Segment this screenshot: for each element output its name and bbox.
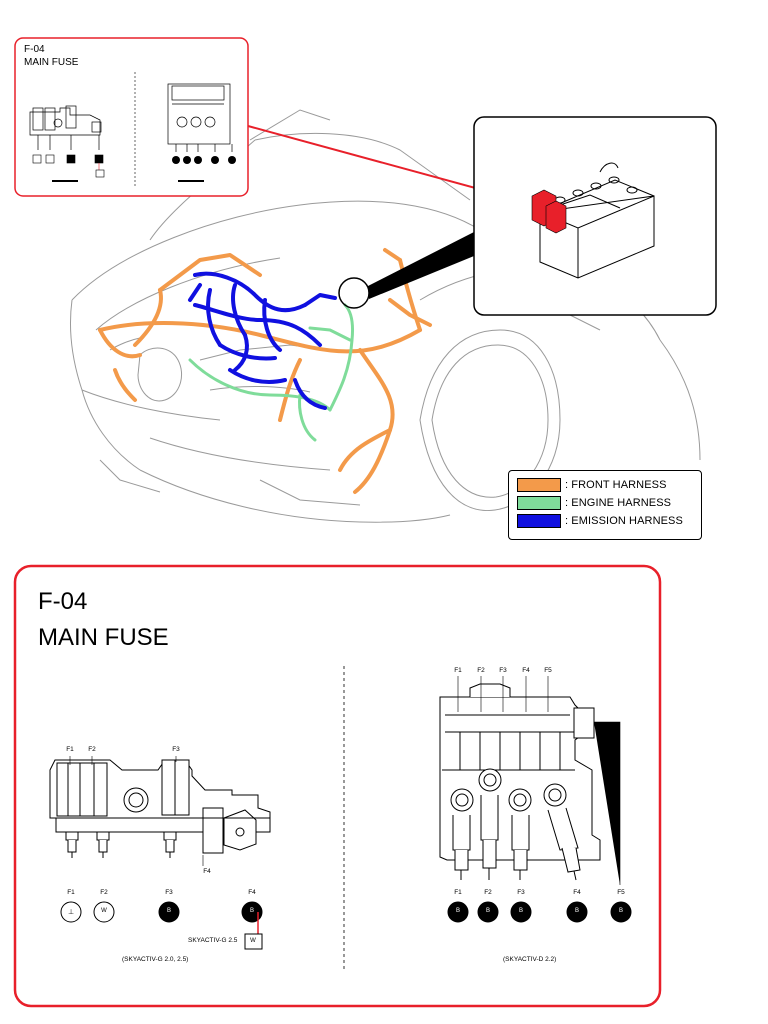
- left-terminal-circles: [60, 901, 263, 950]
- terminal-label: B: [249, 908, 255, 914]
- left-side-fuse-label: F4: [203, 868, 211, 875]
- inset-code: F-04: [24, 44, 45, 55]
- battery-detail-box: [473, 116, 717, 316]
- left-diagram-caption: (SKYACTIV-G 2.0, 2.5): [122, 956, 189, 963]
- left-fuse-block: [49, 759, 271, 854]
- right-fuse-legs: [454, 840, 581, 881]
- right-bottom-fuse-label: F2: [484, 889, 492, 896]
- right-bottom-fuse-label: F4: [573, 889, 581, 896]
- panel-code: F-04: [38, 588, 88, 615]
- inset-right-fuse-block: [167, 83, 233, 152]
- left-bottom-fuse-label: F4: [248, 889, 256, 896]
- harness-legend: : FRONT HARNESS : ENGINE HARNESS : EMISS…: [508, 470, 702, 540]
- right-top-fuse-label: F5: [544, 667, 552, 674]
- terminal-label: B: [618, 908, 624, 914]
- inset-title: MAIN FUSE: [24, 57, 79, 68]
- legend-row-engine: : ENGINE HARNESS: [517, 496, 671, 510]
- left-top-fuse-label: F2: [88, 746, 96, 753]
- left-bottom-fuse-label: F2: [100, 889, 108, 896]
- inset-right-terminals: [172, 156, 236, 164]
- inset-left-fuse-block: [29, 105, 102, 150]
- legend-row-emission: : EMISSION HARNESS: [517, 514, 683, 528]
- legend-label-engine: : ENGINE HARNESS: [565, 497, 672, 509]
- terminal-label: B: [574, 908, 580, 914]
- legend-label-emission: : EMISSION HARNESS: [565, 515, 683, 527]
- engine-harness-lines: [188, 303, 354, 442]
- right-diagram-caption: (SKYACTIV-D 2.2): [503, 956, 557, 963]
- terminal-label: B: [485, 908, 491, 914]
- callout-pointer: [368, 232, 474, 299]
- right-fuse-block: [439, 683, 601, 861]
- front-harness-swatch: [517, 478, 561, 492]
- right-top-fuse-label: F3: [499, 667, 507, 674]
- left-top-fuse-label: F1: [66, 746, 74, 753]
- right-top-fuse-label: F4: [522, 667, 530, 674]
- left-bottom-fuse-label: F3: [165, 889, 173, 896]
- main-fuse-panel-frame: [13, 564, 662, 1008]
- variant-note: SKYACTIV-G 2.5: [188, 937, 238, 944]
- inset-caption-marks: [52, 180, 204, 182]
- legend-row-front: : FRONT HARNESS: [517, 478, 667, 492]
- front-harness-lines: [98, 248, 432, 494]
- right-bottom-fuse-label: F1: [454, 889, 462, 896]
- inset-left-terminals: [32, 154, 105, 178]
- right-top-fuse-label: F1: [454, 667, 462, 674]
- right-terminal-circles: [447, 901, 632, 923]
- emission-harness-swatch: [517, 514, 561, 528]
- left-bottom-fuse-label: F1: [67, 889, 75, 896]
- right-top-fuse-label: F2: [477, 667, 485, 674]
- engine-harness-swatch: [517, 496, 561, 510]
- terminal-label: B: [518, 908, 524, 914]
- callout-circle: [338, 277, 370, 309]
- battery-fuse-highlight: [531, 189, 567, 234]
- right-bottom-fuse-label: F3: [517, 889, 525, 896]
- emission-harness-lines: [188, 271, 337, 410]
- right-bottom-fuse-label: F5: [617, 889, 625, 896]
- variant-note-terminal: W: [250, 938, 256, 944]
- terminal-label: B: [455, 908, 461, 914]
- ground-icon: ⊥: [67, 909, 75, 916]
- panel-title: MAIN FUSE: [38, 624, 169, 651]
- left-fuse-legs: [65, 831, 177, 858]
- terminal-label: W: [101, 908, 107, 914]
- terminal-label: B: [166, 908, 172, 914]
- legend-label-front: : FRONT HARNESS: [565, 479, 667, 491]
- left-top-fuse-label: F3: [172, 746, 180, 753]
